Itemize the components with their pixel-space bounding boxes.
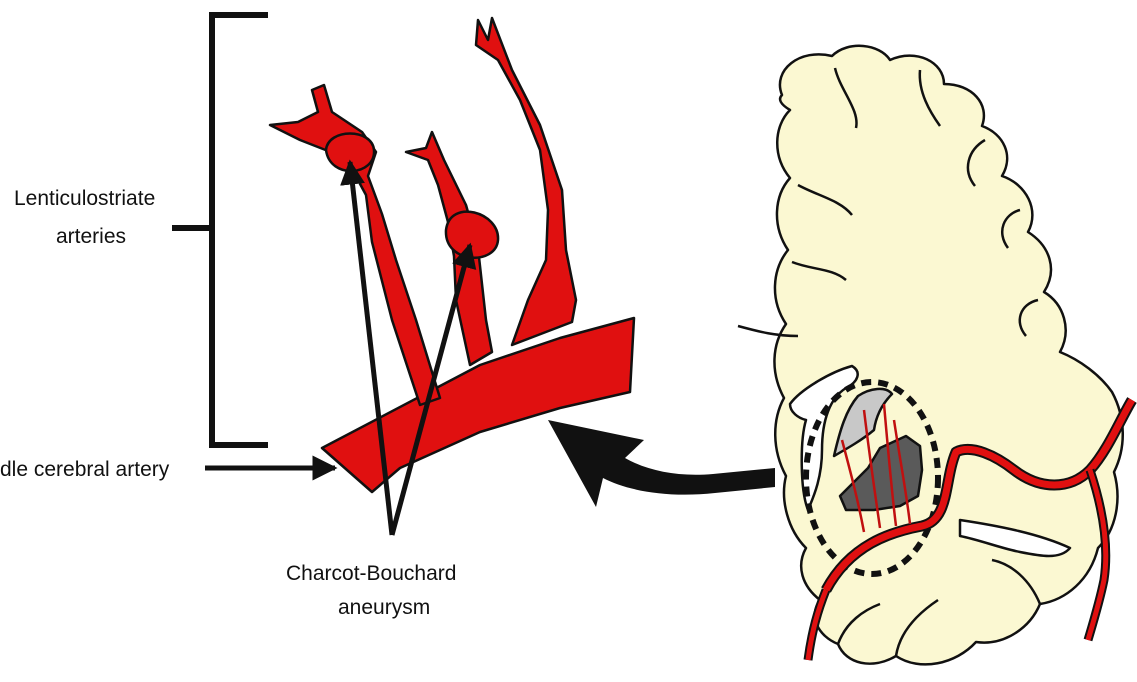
brain-section xyxy=(738,46,1132,665)
lenticulostriate-label-line1: Lenticulostriate xyxy=(14,187,155,210)
charcot-bouchard-label-line2: aneurysm xyxy=(338,596,430,619)
zoom-arrow xyxy=(548,420,775,507)
middle-cerebral-artery-label: dle cerebral artery xyxy=(0,458,170,481)
charcot-bouchard-label-line1: Charcot-Bouchard xyxy=(286,562,456,585)
brain-hemisphere xyxy=(774,46,1122,665)
lenticulostriate-bracket xyxy=(172,15,268,445)
artery-illustration xyxy=(270,18,634,492)
lenticulostriate-branch-3 xyxy=(476,18,576,345)
aneurysm-2 xyxy=(446,212,498,258)
annotation-arrows xyxy=(205,162,470,535)
lenticulostriate-label-line2: arteries xyxy=(56,225,126,248)
